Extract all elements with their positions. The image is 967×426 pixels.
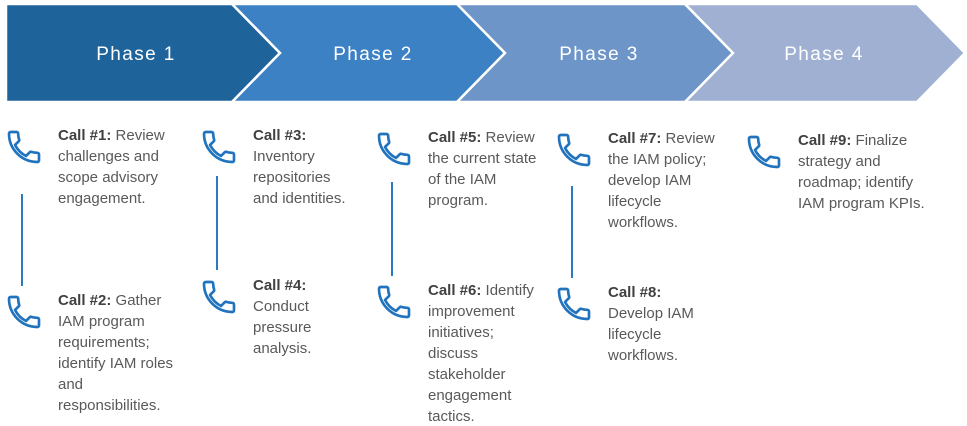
call-item-2: Call #2: Gather IAM program requirements… <box>4 290 180 416</box>
phone-icon <box>199 277 239 317</box>
call-label: Call #9: <box>798 132 852 149</box>
call-item-1: Call #1: Review challenges and scope adv… <box>4 125 178 209</box>
phone-icon <box>554 284 594 324</box>
call-description: Review the current state of the IAM prog… <box>428 129 537 209</box>
phone-icon <box>744 132 784 172</box>
phone-icon <box>4 127 44 167</box>
phase-3-label: Phase 3 <box>559 44 639 65</box>
call-item-4: Call #4: Conduct pressure analysis. <box>199 275 353 359</box>
call-label: Call #8: <box>608 284 662 301</box>
phase-4-label: Phase 4 <box>784 44 864 65</box>
phone-icon <box>199 127 239 167</box>
call-text: Call #5: Review the current state of the… <box>428 127 542 211</box>
call-label: Call #4: <box>253 277 307 294</box>
call-item-6: Call #6: Identify improvement initiative… <box>374 280 538 426</box>
phone-icon <box>554 130 594 170</box>
call-label: Call #3: <box>253 127 307 144</box>
call-item-9: Call #9: Finalize strategy and roadmap; … <box>744 130 930 214</box>
call-label: Call #1: <box>58 127 112 144</box>
call-description: Review challenges and scope advisory eng… <box>58 127 165 207</box>
call-description: Inventory repositories and identities. <box>253 148 346 207</box>
call-text: Call #6: Identify improvement initiative… <box>428 280 538 426</box>
phone-icon <box>374 129 414 169</box>
phase-1-label: Phase 1 <box>96 44 176 65</box>
call-text: Call #1: Review challenges and scope adv… <box>58 125 178 209</box>
call-item-8: Call #8: Develop IAM lifecycle workflows… <box>554 282 716 366</box>
call-text: Call #3: Inventory repositories and iden… <box>253 125 353 209</box>
call-label: Call #6: <box>428 282 482 299</box>
connector-line <box>216 176 218 270</box>
call-label: Call #2: <box>58 292 112 309</box>
call-description: Identify improvement initiatives; discus… <box>428 282 534 425</box>
call-item-3: Call #3: Inventory repositories and iden… <box>199 125 353 209</box>
call-description: Review the IAM policy; develop IAM lifec… <box>608 130 715 231</box>
call-description: Finalize strategy and roadmap; identify … <box>798 132 925 212</box>
phase-2-label: Phase 2 <box>333 44 413 65</box>
call-label: Call #5: <box>428 129 482 146</box>
call-text: Call #9: Finalize strategy and roadmap; … <box>798 130 930 214</box>
call-description: Conduct pressure analysis. <box>253 298 312 357</box>
call-item-5: Call #5: Review the current state of the… <box>374 127 542 211</box>
call-text: Call #7: Review the IAM policy; develop … <box>608 128 716 233</box>
call-description: Develop IAM lifecycle workflows. <box>608 305 694 364</box>
phone-icon <box>4 292 44 332</box>
call-text: Call #8: Develop IAM lifecycle workflows… <box>608 282 716 366</box>
phone-icon <box>374 282 414 322</box>
connector-line <box>571 186 573 278</box>
call-text: Call #4: Conduct pressure analysis. <box>253 275 353 359</box>
call-item-7: Call #7: Review the IAM policy; develop … <box>554 128 716 233</box>
connector-line <box>391 182 393 276</box>
phase-arrow-band: Phase 1 Phase 2 Phase 3 Phase 4 <box>4 2 967 104</box>
call-description: Gather IAM program requirements; identif… <box>58 292 174 414</box>
phase-4-arrow <box>682 2 967 104</box>
connector-line <box>21 194 23 286</box>
call-label: Call #7: <box>608 130 662 147</box>
call-text: Call #2: Gather IAM program requirements… <box>58 290 180 416</box>
